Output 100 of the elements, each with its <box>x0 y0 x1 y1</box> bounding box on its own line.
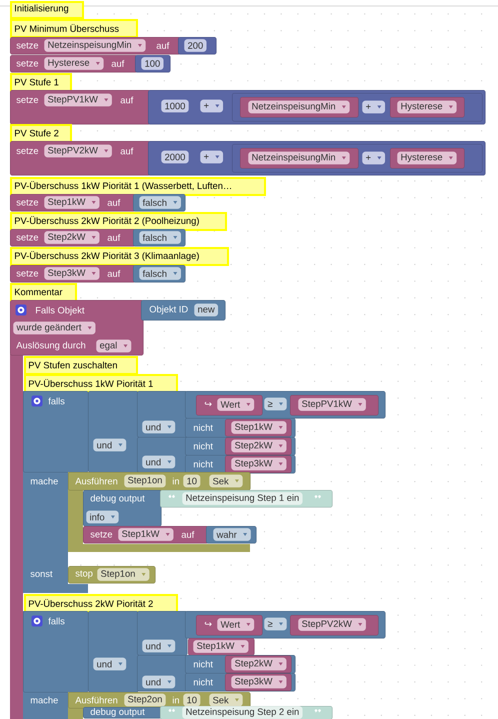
dropdown-field: falsch <box>139 267 181 280</box>
comment-text: Initialisierung <box>15 4 68 14</box>
text-block <box>160 490 333 508</box>
dropdown-field: StepPV1kW <box>44 94 112 106</box>
dropdown-field: Step3kW <box>231 676 286 688</box>
dropdown-field: und <box>93 658 126 670</box>
comment-text: PV-Überschuss 1kW Piorität 1 (Wasserbett, Luften… <box>15 181 231 191</box>
and-block <box>137 611 188 656</box>
string-field: Netzeinspeisung Step 2 ein <box>182 706 303 719</box>
value-field: 200 <box>184 39 206 52</box>
comment-block <box>10 283 77 302</box>
variable-block <box>225 456 292 474</box>
dropdown-field: Hysterese <box>397 152 457 164</box>
block-label: debug output <box>90 494 145 504</box>
comment-block <box>24 374 178 393</box>
and-block <box>137 655 188 692</box>
dropdown-field: ≥ <box>264 618 287 630</box>
and-block <box>88 611 139 693</box>
block-label: sonst <box>30 570 52 578</box>
dropdown-field: falsch <box>139 231 181 244</box>
dropdown-field: Step2kW <box>231 658 286 670</box>
text-block <box>160 706 333 719</box>
and-block <box>88 391 139 473</box>
dropdown-field: egal <box>96 340 132 352</box>
block-label: in <box>172 696 179 704</box>
block-label: setze <box>16 148 38 154</box>
dropdown-field: Step3kW <box>231 458 286 470</box>
block-label: setze <box>16 270 38 277</box>
block-label: mache <box>30 478 58 484</box>
arrow-symbol: ↪ <box>204 622 212 626</box>
variable-block <box>240 97 359 118</box>
dropdown-field: Wert <box>217 618 254 631</box>
block-label: nicht <box>194 660 213 668</box>
variable-block <box>225 438 292 456</box>
variable-block <box>196 615 263 636</box>
comment-text: PV-Überschuss 1kW Piorität 1 <box>29 379 153 387</box>
block-label: setze <box>16 234 38 241</box>
set-block <box>10 265 136 283</box>
dropdown-field: ≥ <box>264 398 287 410</box>
and-block <box>137 437 188 473</box>
dropdown-field: und <box>142 420 176 434</box>
object-id-block <box>141 300 226 321</box>
comment-text: PV Stufe 1 <box>15 78 58 86</box>
comment-text: PV-Überschuss 2kW Piorität 3 (Klimaanlage) <box>15 251 199 261</box>
set-block <box>10 90 151 125</box>
dropdown-field: Step2kW <box>231 440 286 452</box>
comment-text: PV Minimum Überschuss <box>15 24 119 32</box>
dropdown-field: StepPV1kW <box>298 398 366 411</box>
set-block <box>10 194 136 212</box>
block-label: nicht <box>194 424 213 431</box>
block-label: mache <box>30 696 58 704</box>
block-label: debug output <box>90 708 145 717</box>
value-field: 10 <box>183 474 200 488</box>
comment-block <box>10 1 84 19</box>
block-label: Ausführen <box>75 696 118 704</box>
dropdown-field: + <box>200 150 224 164</box>
variable-block <box>390 97 465 118</box>
dropdown-field: und <box>93 438 126 452</box>
set-block <box>83 526 209 544</box>
boolean-block <box>133 194 186 212</box>
dropdown-field: NetzeinspeisungMin <box>248 100 350 114</box>
block-label: setze <box>90 531 112 538</box>
comment-block <box>10 247 229 266</box>
block-label: auf <box>120 148 134 154</box>
debug-block <box>83 707 162 719</box>
string-field: Netzeinspeisung Step 1 ein <box>182 492 303 505</box>
variable-block <box>196 395 263 416</box>
block-label: auf <box>182 531 194 538</box>
stop-block <box>68 566 156 584</box>
comment-block <box>24 356 138 375</box>
block-label: auf <box>120 96 134 104</box>
block-label: Falls Objekt <box>36 306 84 316</box>
number-block <box>178 37 217 55</box>
dropdown-field: StepPV2kW <box>298 618 366 631</box>
dropdown-field: Step1kW <box>44 196 100 209</box>
block-label: auf <box>108 199 120 206</box>
dropdown-field: NetzeinspeisungMin <box>248 152 350 164</box>
trigger-block <box>10 300 144 356</box>
dropdown-field: und <box>142 676 176 688</box>
comment-block <box>10 73 72 92</box>
value-field: Step1on <box>124 474 166 488</box>
variable-block <box>225 674 292 692</box>
block-label: setze <box>16 42 38 49</box>
block-label: Ausführen <box>75 478 118 484</box>
dropdown-field: Step3kW <box>44 267 100 280</box>
dropdown-field: und <box>142 456 176 468</box>
block-label: in <box>172 478 179 484</box>
dropdown-field: Step1kW <box>118 528 174 541</box>
comment-text: Kommentar <box>15 288 62 296</box>
dropdown-field: Sek <box>209 694 243 706</box>
block-label: setze <box>16 60 38 67</box>
dropdown-field: Step1kW <box>193 640 248 653</box>
dropdown-field: info <box>86 510 119 524</box>
value-field: new <box>194 304 218 316</box>
dropdown-field: Hysterese <box>397 100 457 114</box>
value-field: Step2on <box>124 694 166 706</box>
dropdown-field: und <box>142 640 176 652</box>
block-label: nicht <box>194 442 213 450</box>
block-label: nicht <box>194 678 213 686</box>
dropdown-field: + <box>362 152 386 164</box>
